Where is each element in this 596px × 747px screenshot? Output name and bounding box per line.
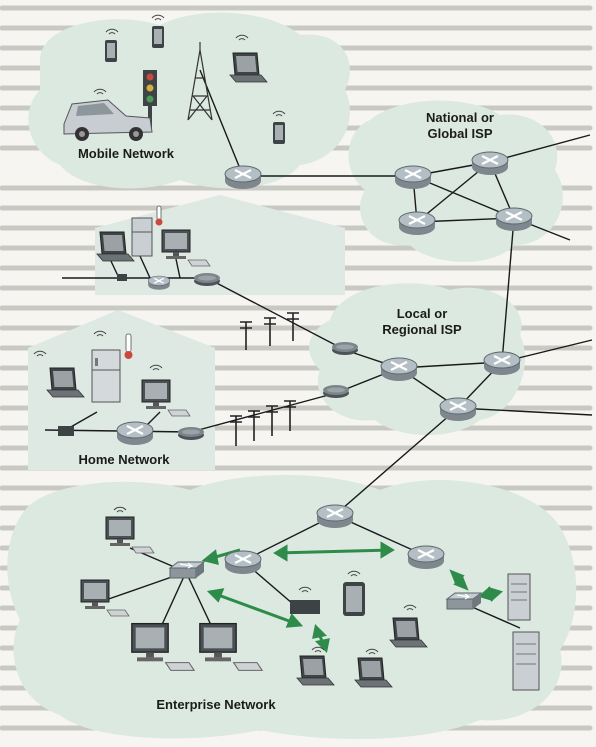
smartphone-icon: [152, 26, 164, 48]
thermometer-icon: [155, 205, 163, 226]
regional-isp-label-line-1: Local or: [396, 306, 448, 321]
cell-tower-icon: [187, 42, 213, 121]
national-isp-router-4-icon: [494, 206, 534, 233]
national-isp-router-2-icon: [470, 150, 510, 177]
enterprise-access-point-icon: [290, 600, 320, 614]
server-icon: [512, 631, 540, 691]
isp-modem-2-icon: [323, 385, 349, 398]
home-gateway-icon: [58, 426, 74, 436]
tablet-icon: [343, 582, 365, 616]
thermometer-icon: [124, 333, 133, 359]
regional-isp-label-line-2: Regional ISP: [382, 322, 462, 337]
home-network-label: Home Network: [78, 452, 170, 467]
national-isp-label-line-1: National or: [426, 110, 494, 125]
ethernet-links: [201, 541, 504, 654]
mobile-edge-router-icon: [223, 164, 263, 191]
regional-isp-label: Local or Regional ISP: [372, 306, 472, 338]
enterprise-network-label: Enterprise Network: [156, 697, 276, 712]
enterprise-gateway-router-icon: [315, 503, 355, 530]
regional-isp-router-2-icon: [482, 350, 522, 377]
wifi-signal-icon: [151, 14, 165, 21]
national-isp-router-3-icon: [397, 210, 437, 237]
national-isp-label-line-2: Global ISP: [427, 126, 493, 141]
regional-isp-router-3-icon: [438, 396, 478, 423]
mobile-network-cloud: [28, 12, 350, 189]
smart-home-modem-icon: [194, 273, 220, 286]
refrigerator-icon: [131, 217, 153, 257]
server-icon: [507, 573, 531, 621]
smart-home-router-icon: [147, 275, 171, 291]
regional-isp-cloud: [309, 283, 526, 435]
refrigerator-icon: [91, 349, 121, 403]
home-modem-icon: [178, 427, 204, 440]
enterprise-switch-2-icon: [446, 592, 482, 610]
isp-modem-1-icon: [332, 342, 358, 355]
car-icon: [63, 99, 153, 141]
smart-home-hub-icon: [117, 274, 127, 281]
regional-isp-router-1-icon: [379, 356, 419, 383]
smartphone-icon: [105, 40, 117, 62]
smartphone-icon: [273, 122, 285, 144]
enterprise-switch-icon: [169, 561, 205, 579]
utility-poles: [230, 312, 299, 446]
mobile-network-label: Mobile Network: [77, 146, 175, 161]
enterprise-router-1-icon: [223, 549, 263, 576]
enterprise-router-2-icon: [406, 544, 446, 571]
national-isp-label: National or Global ISP: [412, 110, 508, 142]
home-router-icon: [115, 420, 155, 447]
national-isp-router-1-icon: [393, 164, 433, 191]
